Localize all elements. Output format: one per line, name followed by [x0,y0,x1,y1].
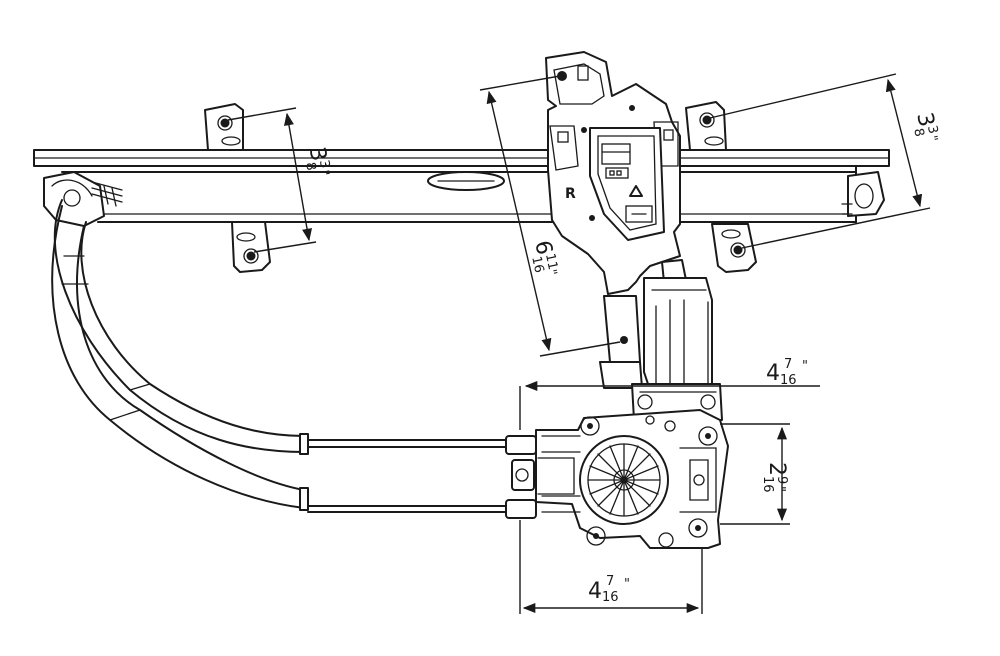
svg-text:": " [543,268,559,277]
center-slider-bracket: R [545,51,681,389]
svg-text:6: 6 [529,238,556,257]
svg-text:8: 8 [910,127,926,138]
left-mount-bracket [204,103,271,273]
svg-text:8: 8 [302,161,318,172]
svg-text:2: 2 [764,462,789,476]
left-pulley-end [43,171,123,227]
svg-text:4: 4 [588,579,602,604]
svg-text:": " [316,169,332,177]
right-mount-bracket [685,101,757,273]
svg-text:": " [924,134,940,143]
drive-motor [631,259,723,421]
svg-text:4: 4 [766,361,780,386]
svg-text:": " [802,359,808,374]
svg-text:7: 7 [784,357,792,372]
svg-text:9: 9 [774,476,789,484]
svg-text:": " [772,486,787,492]
dimension-diagonal: 6 11 16 " [479,75,621,357]
svg-text:11: 11 [542,252,560,271]
svg-text:16: 16 [760,476,775,493]
svg-text:3: 3 [316,159,332,170]
svg-text:16: 16 [528,255,546,274]
right-pulley-end [841,171,885,217]
svg-text:7: 7 [606,574,614,589]
svg-text:16: 16 [602,590,619,605]
dimension-motor-height: 2 9 16 " [720,423,790,525]
svg-text:": " [624,577,630,592]
cable-assembly [51,199,507,513]
dimension-top-left: 3 3 8 " [227,107,332,253]
svg-text:3: 3 [304,145,331,163]
gearbox [505,409,729,549]
dimension-motor-width-bottom: 4 7 16 " [519,520,703,614]
main-rail [33,149,890,223]
bracket-side-letter: R [565,186,576,202]
dimension-motor-width-top: 4 7 16 " [519,357,820,430]
svg-text:16: 16 [780,373,797,388]
svg-text:3: 3 [911,110,938,129]
svg-text:3: 3 [924,124,940,135]
dimension-top-right: 3 3 8 " [709,73,940,249]
